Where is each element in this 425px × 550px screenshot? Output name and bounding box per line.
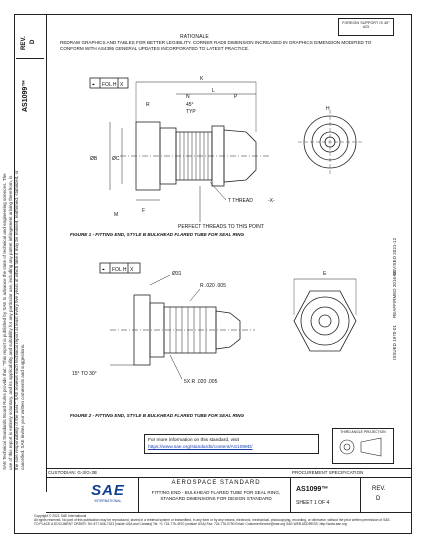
dim-m: M	[114, 212, 118, 218]
rationale-text: REDRAW GRAPHICS AND TABLES FOR BETTER LE…	[60, 40, 372, 52]
dim-45: 45°	[186, 102, 194, 108]
third-angle-box: THIRD ANGLE PROJECTION	[332, 428, 394, 464]
small-print-block: Copyright © 2021 SAE International All r…	[34, 514, 406, 527]
foreign-note-box: FOREIGN SUPPORT IS 45° #23	[338, 18, 394, 36]
dim-l: L	[212, 88, 215, 94]
dim-b: ØB	[90, 156, 98, 162]
dim-f: F	[142, 208, 145, 214]
dim-k: K	[200, 76, 204, 82]
footer-rev-value: D	[376, 496, 381, 502]
footer-title-1: AEROSPACE STANDARD	[171, 480, 261, 486]
dim-r: R	[146, 102, 150, 108]
sae-logo-sub: INTERNATIONAL	[94, 499, 122, 503]
footer-title-2: FITTING END - BULKHEAD FLARED TUBE FOR S…	[151, 490, 281, 501]
footer-sheet: SHEET 1 OF 4	[296, 500, 330, 506]
footer-div-1	[138, 478, 139, 512]
footer-rev-label: REV.	[372, 486, 386, 492]
footer-div-2	[290, 478, 291, 512]
foreign-note-1: FOREIGN SUPPORT IS 45°	[342, 21, 390, 25]
foreign-note-2: #23	[362, 25, 370, 29]
rationale-title: RATIONALE	[180, 34, 209, 40]
dim-5xr: 5X R .020 .005	[184, 379, 218, 385]
footer-doc-number: AS1099™	[296, 486, 329, 493]
fcf-text-2: FOL H	[112, 267, 127, 273]
fcf-datum-2: X	[130, 267, 134, 273]
rev-label: REV.	[21, 36, 27, 50]
dim-datum-x: -X-	[268, 198, 275, 204]
projection-symbol-icon	[339, 437, 382, 457]
sae-logo-text: SAE	[91, 482, 125, 499]
date-reaffirmed: REAFFIRMED 2016-10	[392, 270, 397, 318]
copyright: Copyright © 2021 SAE International	[34, 514, 87, 518]
fcf-text-1: FOL H	[102, 82, 117, 88]
custodian: CUSTODIAN: G-3/G-3B	[48, 470, 97, 475]
info-link[interactable]: https://www.sae.org/standards/content/AS…	[148, 445, 253, 450]
side-doc-number: AS1099™	[22, 79, 29, 112]
figure-1-caption: FIGURE 1 - FITTING END, STYLE B BULKHEAD…	[70, 232, 244, 237]
third-angle-label: THIRD ANGLE PROJECTION	[340, 430, 386, 434]
footer-rule-2	[46, 477, 412, 478]
small-print: All rights reserved. No part of this pub…	[34, 518, 391, 523]
sae-logo: SAE INTERNATIONAL	[78, 482, 138, 512]
fcf-datum-1: X	[120, 82, 124, 88]
info-box: For more information on this standard, v…	[144, 434, 319, 454]
dim-n: N	[186, 94, 190, 100]
figure-2-drawing: ⌖ FOL H X Ø31 R .020 .005 E 15° TO 30° 5…	[72, 262, 357, 385]
dim-r-020: R .020 .005	[200, 283, 226, 289]
footer-rule	[46, 468, 412, 469]
fcf-symbol-2: ⌖	[102, 267, 105, 273]
date-revised: REVISED 2021-12	[392, 237, 397, 276]
left-strip	[14, 14, 47, 492]
dim-typ: TYP	[186, 109, 196, 115]
dim-t-thread: T THREAD	[228, 198, 253, 204]
rev-box: REV. D	[16, 20, 44, 59]
figure-1-drawing: ⌖ FOL H X K L R N P 45° TYP ØB ØC F M T …	[89, 76, 362, 230]
dim-e: E	[323, 271, 327, 277]
figure-2-caption: FIGURE 2 - FITTING END, STYLE B BULKHEAD…	[70, 413, 244, 418]
rev-value: D	[30, 39, 36, 44]
date-issued: ISSUED 1970-01	[392, 324, 397, 360]
dim-h: H	[326, 106, 330, 112]
footer-div-3	[360, 478, 361, 512]
dim-c: ØC	[112, 156, 120, 162]
dim-31: Ø31	[172, 271, 182, 277]
contact-line: TO PLACE A DOCUMENT ORDER: Tel: 877-606-…	[34, 522, 347, 527]
info-line: For more information on this standard, v…	[148, 438, 239, 443]
legal-text: SAE Technical Standards Board Rules prov…	[2, 170, 25, 470]
footer-rule-3	[46, 512, 412, 513]
dim-p: P	[234, 94, 238, 100]
page-frame	[14, 14, 412, 534]
perfect-threads-note: PERFECT THREADS TO THIS POINT	[178, 224, 264, 230]
procurement-spec: PROCUREMENT SPECIFICATION	[292, 470, 364, 475]
dim-15-30: 15° TO 30°	[72, 371, 97, 377]
fcf-symbol-1: ⌖	[92, 82, 95, 88]
